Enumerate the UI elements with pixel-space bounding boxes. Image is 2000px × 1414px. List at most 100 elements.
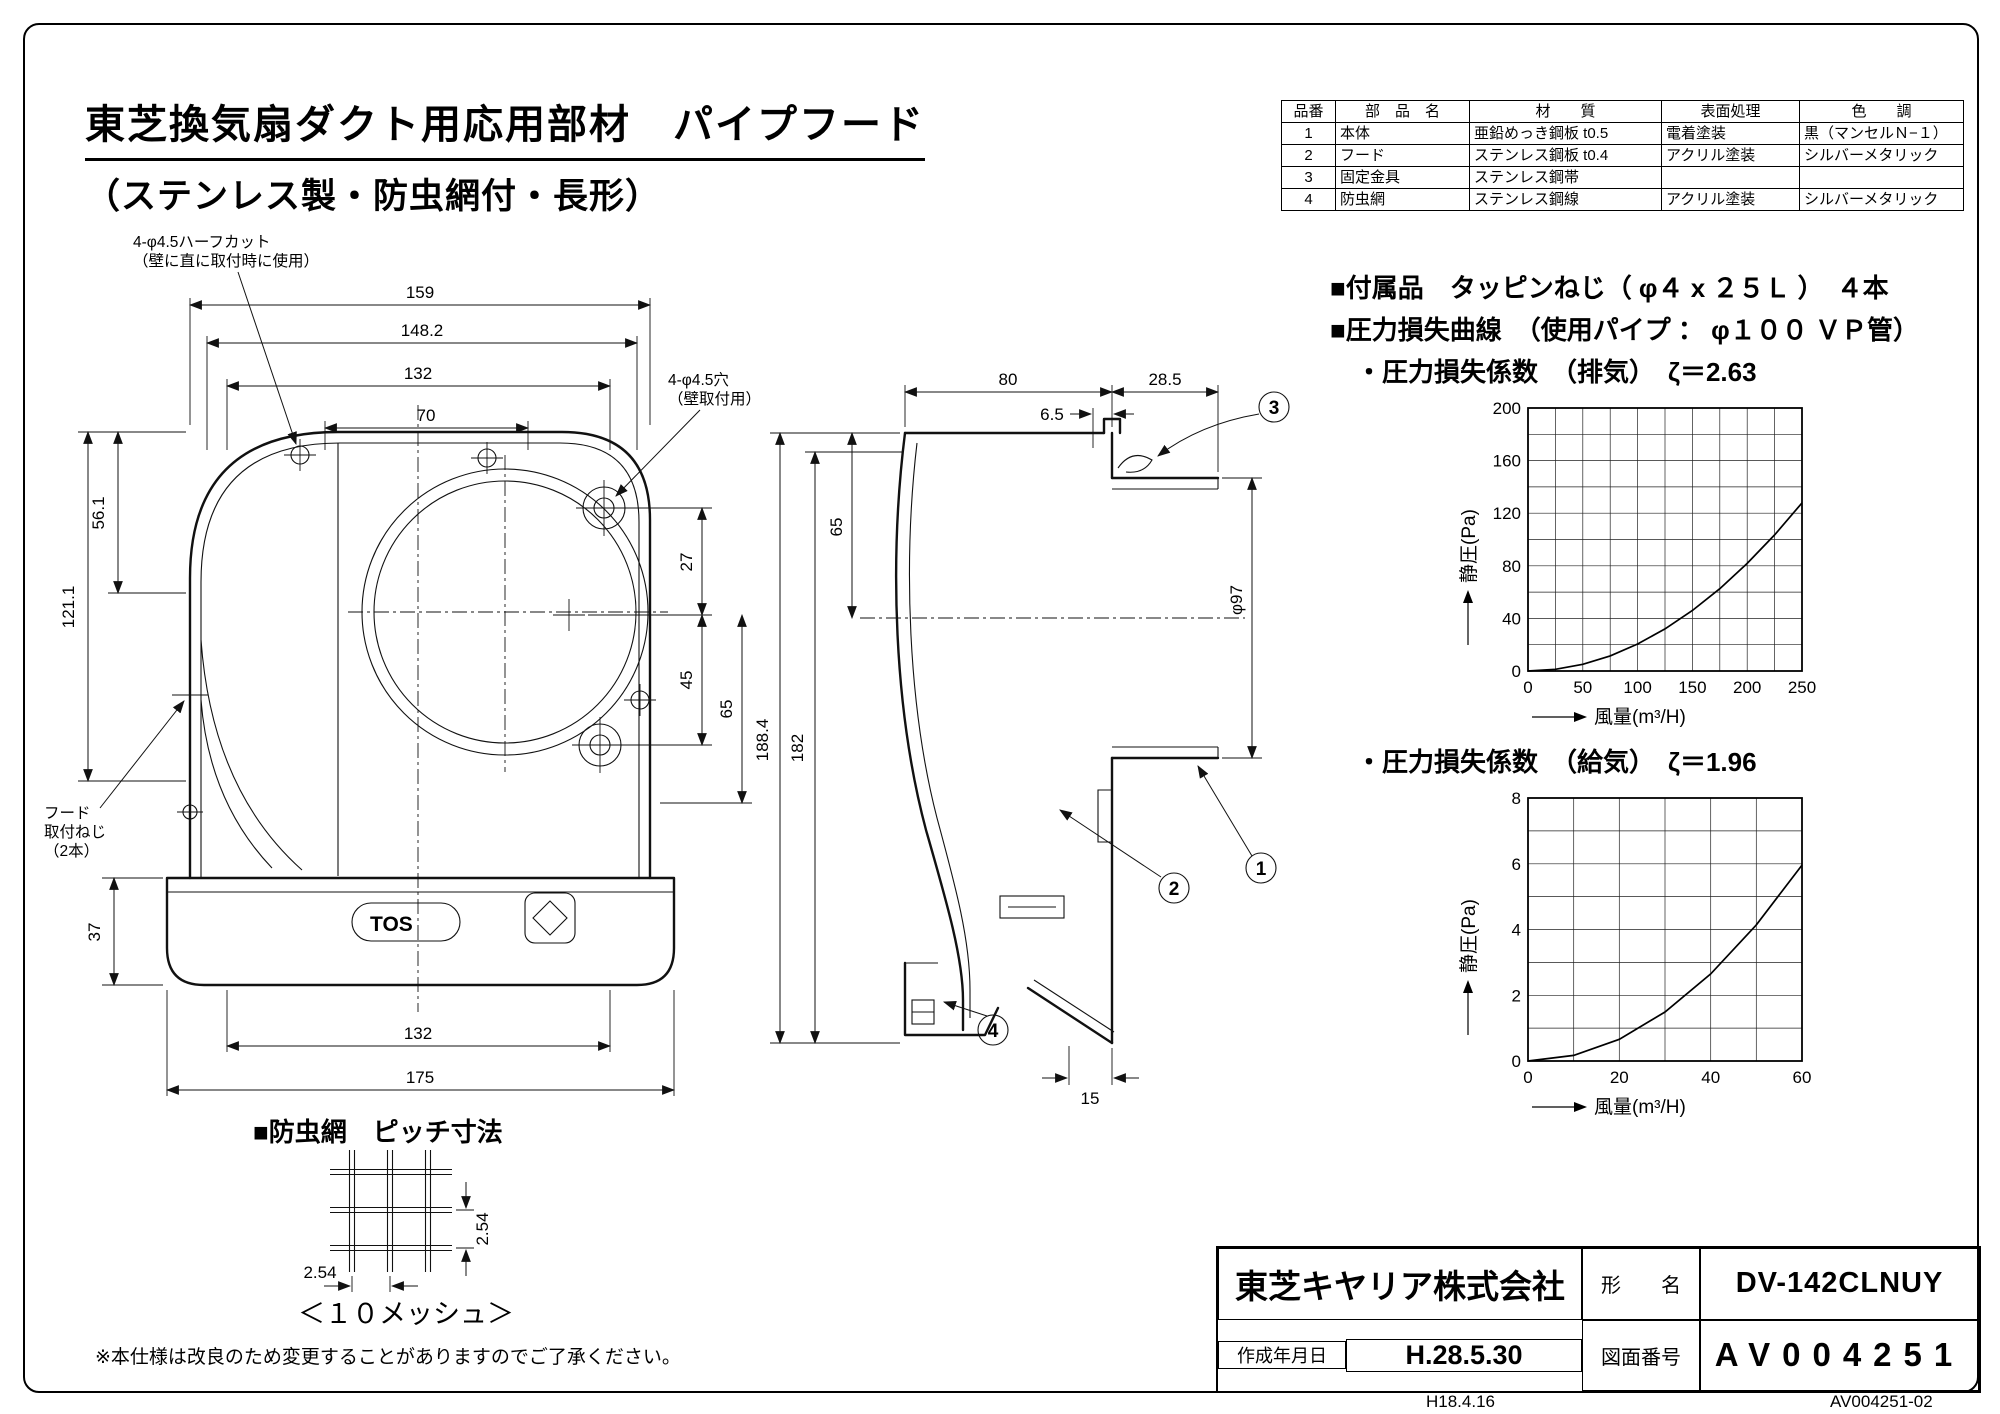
- dim-label: 148.2: [401, 321, 444, 340]
- exhaust-coefficient-note: ・圧力損失係数 （排気） ζ＝2.63: [1356, 357, 1757, 387]
- svg-text:40: 40: [1701, 1068, 1720, 1087]
- date-label: 作成年月日: [1218, 1341, 1346, 1370]
- front-view-dimensions: 159 148.2 132 70 56.1 121.1: [59, 283, 752, 1096]
- svg-text:160: 160: [1493, 452, 1521, 471]
- balloon-4: 4: [988, 1021, 999, 1042]
- screw-holes: [172, 439, 656, 825]
- dim-label: 182: [788, 734, 807, 762]
- model-label-plate: [999, 895, 1065, 919]
- svg-text:100: 100: [1623, 678, 1651, 697]
- part-no: 4: [1281, 188, 1336, 211]
- svg-text:風量(m³/H): 風量(m³/H): [1594, 707, 1686, 728]
- svg-text:150: 150: [1678, 678, 1706, 697]
- dim-label: 2.54: [473, 1212, 492, 1245]
- part-color: シルバーメタリック: [1799, 188, 1964, 211]
- part-name: 固定金具: [1335, 166, 1470, 189]
- part-no: 3: [1281, 166, 1336, 189]
- parts-header-finish: 表面処理: [1661, 100, 1800, 123]
- part-balloons: 3 1 2 4: [942, 391, 1290, 1046]
- dim-label: 70: [417, 406, 436, 425]
- svg-text:静圧(Pa): 静圧(Pa): [1458, 899, 1480, 973]
- svg-text:静圧(Pa): 静圧(Pa): [1458, 509, 1480, 583]
- mesh-detail-drawing: 2.54 2.54: [303, 1150, 492, 1292]
- svg-text:4: 4: [1512, 921, 1521, 940]
- dim-label: 132: [404, 364, 432, 383]
- pressure-curve-note: ■圧力損失曲線 （使用パイプ ： φ１００ ＶＰ管）: [1330, 315, 1919, 345]
- parts-table-row: 2 フード ステンレス鋼板 t0.4 アクリル塗装 シルバーメタリック: [1281, 144, 1964, 167]
- svg-text:0: 0: [1523, 1068, 1532, 1087]
- part-material: ステンレス鋼板 t0.4: [1469, 144, 1662, 167]
- dim-label: 37: [85, 923, 104, 942]
- balloon-3: 3: [1269, 398, 1280, 419]
- dim-label: 132: [404, 1024, 432, 1043]
- mesh-wires: [330, 1150, 452, 1272]
- mesh-dimensions: 2.54 2.54: [303, 1182, 492, 1292]
- part-color: [1799, 166, 1964, 189]
- dim-label: 159: [406, 283, 434, 302]
- hood-profile: [894, 431, 965, 1032]
- model-label: 形 名: [1582, 1248, 1700, 1320]
- part-finish: アクリル塗装: [1661, 188, 1800, 211]
- page-title: 東芝換気扇ダクト用応用部材 パイプフード: [85, 92, 925, 161]
- svg-text:200: 200: [1733, 678, 1761, 697]
- main-drawing: TOS 159 148.2 132 70: [44, 234, 1290, 1108]
- toshiba-logo-text: TOS: [370, 913, 413, 936]
- svg-text:0: 0: [1512, 662, 1521, 681]
- footer-revision-date: H18.4.16: [1426, 1392, 1495, 1411]
- disclaimer-note: ※本仕様は改良のため変更することがありますのでご了承ください。: [95, 1347, 681, 1368]
- side-view: 80 28.5 6.5 65 188.4 182 φ97: [753, 370, 1290, 1108]
- wall-hole-note-line2: （壁取付用）: [668, 390, 761, 408]
- part-finish: 電着塗装: [1661, 122, 1800, 145]
- parts-header-name: 部 品 名: [1335, 100, 1470, 123]
- drawing-number-label: 図面番号: [1582, 1319, 1700, 1391]
- parts-table-row: 4 防虫網 ステンレス鋼線 アクリル塗装 シルバーメタリック: [1281, 188, 1964, 211]
- mesh-count-label: ＜１０メッシュ＞: [298, 1299, 514, 1329]
- supply-coefficient-note: ・圧力損失係数 （給気） ζ＝1.96: [1356, 747, 1757, 777]
- svg-text:80: 80: [1502, 557, 1521, 576]
- front-view: TOS 159 148.2 132 70: [44, 234, 761, 1096]
- dim-label: 80: [999, 370, 1018, 389]
- drawing-number-value: AV004251: [1700, 1319, 1979, 1391]
- part-no: 1: [1281, 122, 1336, 145]
- dim-label: 121.1: [59, 586, 78, 629]
- part-name: フード: [1335, 144, 1470, 167]
- dim-label: 45: [677, 671, 696, 690]
- svg-text:20: 20: [1610, 1068, 1629, 1087]
- front-view-annotations: 4-φ4.5ハーフカット （壁に直に取付時に使用） 4-φ4.5穴 （壁取付用）…: [44, 234, 761, 860]
- part-name: 本体: [1335, 122, 1470, 145]
- part-finish: [1661, 166, 1800, 189]
- vent-knob: [524, 892, 576, 944]
- halfcut-note-line2: （壁に直に取付時に使用）: [133, 252, 319, 270]
- dim-label: 65: [717, 700, 736, 719]
- company-name: 東芝キヤリア株式会社: [1218, 1248, 1582, 1320]
- svg-text:6: 6: [1512, 855, 1521, 874]
- wall-hole-note-line1: 4-φ4.5穴: [668, 371, 729, 389]
- dim-label: 175: [406, 1068, 434, 1087]
- svg-text:風量(m³/H): 風量(m³/H): [1594, 1097, 1686, 1118]
- svg-text:0: 0: [1512, 1052, 1521, 1071]
- svg-text:120: 120: [1493, 504, 1521, 523]
- part-material: ステンレス鋼線: [1469, 188, 1662, 211]
- part-name: 防虫網: [1335, 188, 1470, 211]
- part-material: 亜鉛めっき鋼板 t0.5: [1469, 122, 1662, 145]
- part-color: 黒（マンセルＮ−１）: [1799, 122, 1964, 145]
- svg-text:50: 50: [1573, 678, 1592, 697]
- svg-text:250: 250: [1788, 678, 1816, 697]
- dim-label: 56.1: [89, 496, 108, 529]
- hood-screw-note-line2: 取付ねじ: [44, 823, 106, 841]
- footer-drawing-number: AV004251-02: [1830, 1392, 1933, 1411]
- balloon-2: 2: [1169, 879, 1180, 900]
- parts-table-row: 3 固定金具 ステンレス鋼帯: [1281, 166, 1964, 189]
- svg-text:8: 8: [1512, 789, 1521, 808]
- dim-label: 2.54: [303, 1263, 336, 1282]
- dim-label: 28.5: [1148, 370, 1181, 389]
- parts-table-row: 1 本体 亜鉛めっき鋼板 t0.5 電着塗装 黒（マンセルＮ−１）: [1281, 122, 1964, 145]
- dim-label: 27: [677, 553, 696, 572]
- dim-label: 188.4: [753, 719, 772, 762]
- halfcut-note-line1: 4-φ4.5ハーフカット: [133, 234, 270, 251]
- toshiba-logo-badge: [351, 902, 461, 942]
- svg-text:0: 0: [1523, 678, 1532, 697]
